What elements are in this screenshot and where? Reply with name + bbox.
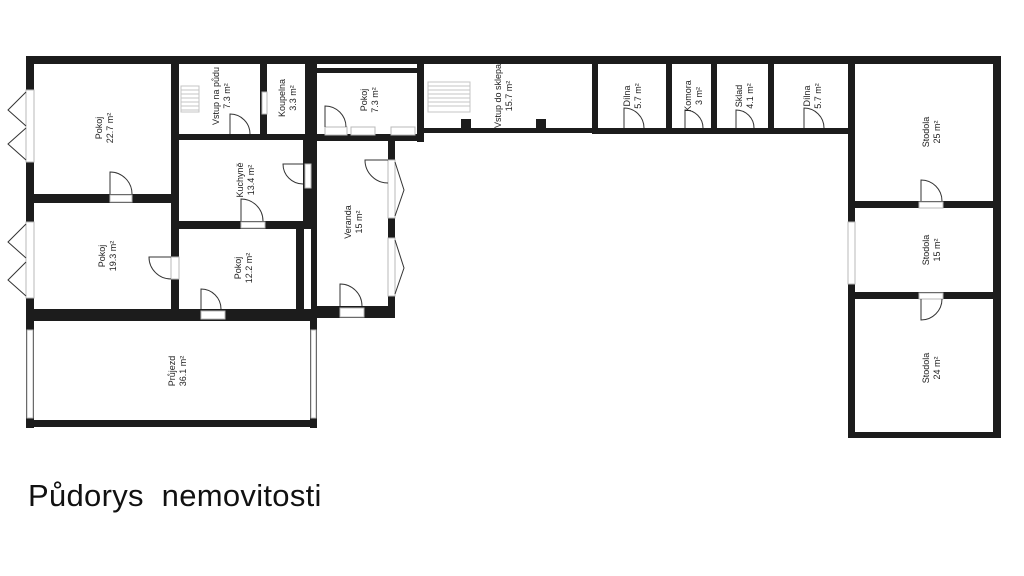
window-veranda-2 [387, 237, 396, 297]
label-vstup-do-sklepa: Vstup do sklepa15.7 m² [493, 64, 514, 128]
door-gap-pokoj1 [109, 194, 133, 203]
label-vstup-na-pudu: Vstup na půdu7.3 m² [211, 67, 232, 125]
door-stodola1 [920, 179, 943, 202]
wall-dilna1-left [592, 56, 598, 134]
door-sklad [735, 109, 755, 129]
label-pokoj-1: Pokoj22.7 m² [94, 113, 115, 144]
label-stodola-2: Stodola15 m² [921, 235, 942, 266]
label-pokoj-2: Pokoj7.3 m² [359, 87, 380, 113]
wall-stodola-bottom [848, 432, 1001, 438]
window-pokoj3-west [25, 221, 35, 299]
wall-outer-top [26, 56, 1000, 64]
window-prujezd-east [310, 329, 317, 419]
sash-pokoj1-a [7, 91, 27, 127]
wall-koupelna-right [305, 56, 313, 138]
wall-prujezd-top [26, 316, 316, 321]
door-pokoj2 [324, 105, 347, 128]
wall-komora-right [711, 56, 717, 134]
door-veranda-bottom [339, 283, 363, 307]
sash-pokoj1-b [7, 127, 27, 161]
label-pokoj-3: Pokoj19.3 m² [97, 241, 118, 272]
stairs [180, 81, 471, 113]
sash-pokoj3-b [7, 261, 27, 297]
wall-veranda-right [388, 134, 395, 318]
wall-post-1 [461, 119, 471, 129]
door-kuchyne-right [282, 163, 304, 185]
window-veranda-1 [387, 159, 396, 219]
label-stodola-3: Stodola24 m² [921, 353, 942, 384]
door-komora [684, 109, 704, 129]
label-veranda: Veranda15 m² [343, 205, 364, 239]
door-vstup [229, 113, 251, 135]
sash-veranda-b [394, 239, 405, 295]
floor-plan: Pokoj22.7 m² Vstup na půdu7.3 m² Koupeln… [7, 56, 1001, 438]
wall-pokoj4-right [296, 229, 304, 321]
wall-pokoj2-top [311, 68, 424, 73]
wall-pokoj2-right [417, 64, 424, 142]
doors [7, 91, 943, 321]
door-dilna2 [803, 107, 825, 129]
sash-veranda-a [394, 161, 405, 217]
window-pokoj3-east [170, 256, 180, 280]
door-gap-pokoj4 [200, 310, 226, 320]
room-labels: Pokoj22.7 m² Vstup na půdu7.3 m² Koupeln… [94, 64, 942, 386]
wall-kuchyne-bottom [171, 221, 303, 229]
door-gap-pokoj2-a [350, 126, 376, 136]
label-stodola-1: Stodola25 m² [921, 117, 942, 148]
label-dilna-1: Dílna5.7 m² [622, 83, 643, 109]
sash-pokoj3-a [7, 223, 27, 259]
wall-dilna1-right [666, 56, 672, 134]
wall-upper-mid [171, 134, 311, 140]
stairs-sklep [427, 81, 471, 113]
label-koupelna: Koupelna3.3 m² [277, 79, 298, 117]
window-stodola-2 [847, 221, 856, 285]
door-pokoj3 [148, 256, 172, 280]
label-dilna-2: Dílna5.7 m² [802, 83, 823, 109]
wall-sklad-right [768, 56, 774, 134]
label-kuchyne: Kuchyně13.4 m² [235, 162, 256, 197]
door-gap-veranda-top [324, 126, 348, 136]
label-komora: Komora3 m² [683, 80, 704, 112]
window-prujezd-west [26, 329, 34, 419]
stairs-pudu [180, 85, 200, 113]
wall-pokoj2-bottom [311, 134, 424, 141]
label-pokoj-4: Pokoj12.2 m² [233, 253, 254, 284]
door-gap-stodola2 [918, 292, 944, 300]
windows [25, 66, 944, 419]
plan-caption: Půdorys nemovitosti [28, 478, 322, 513]
door-kuchyne-bottom [240, 198, 264, 222]
wall-prujezd-bottom [26, 420, 317, 427]
door-gap-kuchyne [240, 221, 266, 229]
label-prujezd: Průjezd36.1 m² [167, 356, 188, 387]
wall-sklep-bottom [424, 128, 594, 133]
door-gap-veranda [339, 307, 365, 318]
wall-outer-right [993, 56, 1001, 438]
wall-post-2 [536, 119, 546, 129]
door-veranda-top [364, 159, 389, 184]
label-sklad: Sklad4.1 m² [734, 83, 755, 109]
window-kuchyne [304, 163, 312, 189]
window-vstup [261, 91, 268, 115]
door-gap-pokoj2-b [390, 126, 416, 136]
door-stodola3 [920, 298, 943, 321]
wall-pokoj2-left [311, 64, 317, 316]
window-pokoj1-west [25, 89, 35, 163]
door-pokoj1 [109, 171, 133, 195]
door-dilna1 [623, 107, 645, 129]
door-pokoj4 [200, 288, 222, 310]
door-gap-sklep [424, 66, 590, 68]
wall-workshops-bottom [592, 128, 852, 134]
wall-pokoj1-right [171, 56, 179, 316]
door-gap-stodola1 [918, 201, 944, 209]
wall-pokoj1-bottom [26, 194, 179, 203]
